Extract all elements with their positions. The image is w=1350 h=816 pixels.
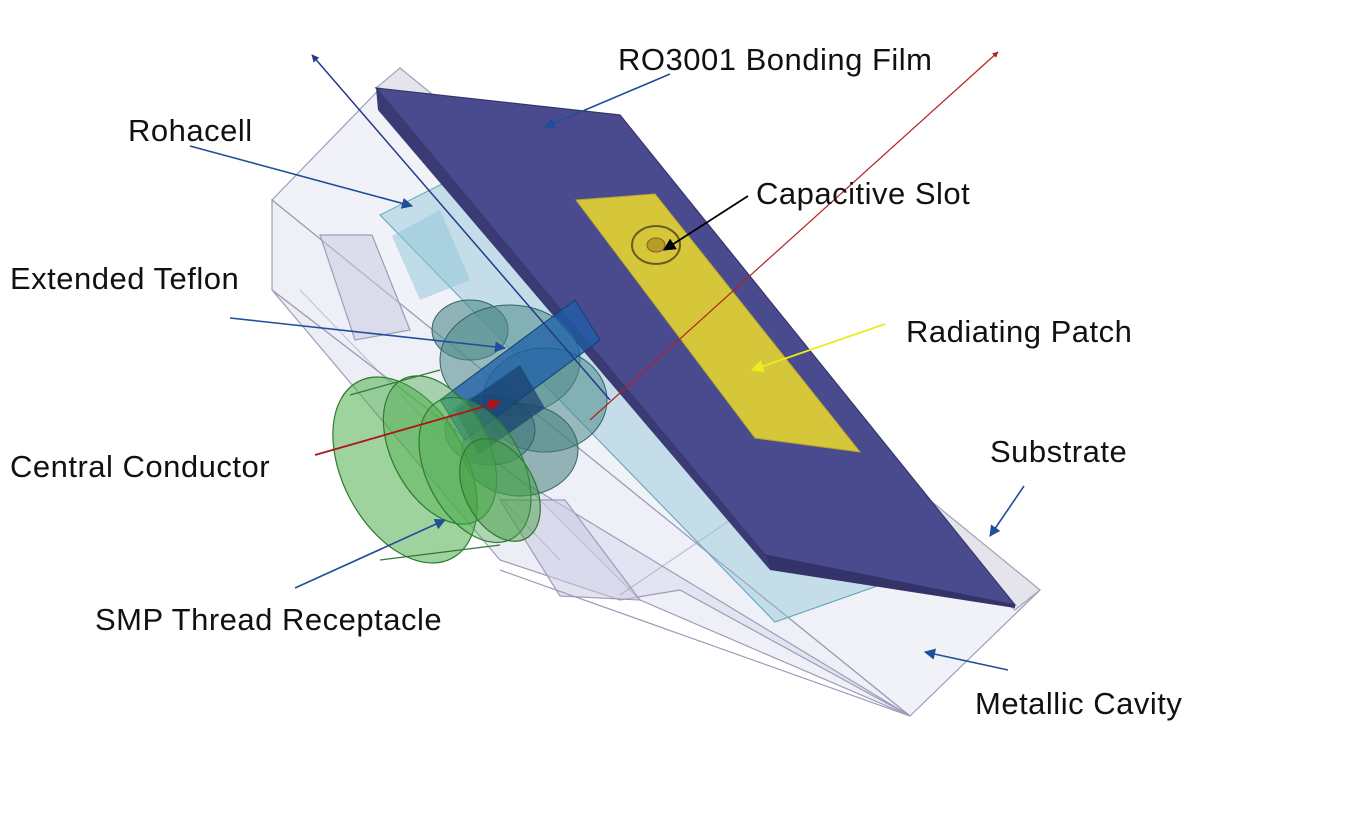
label-extended-teflon: Extended Teflon [10, 261, 240, 296]
rohacell-leader [189, 145, 414, 209]
bonding-film-leader [543, 73, 671, 129]
axis-red [589, 51, 999, 421]
label-rohacell: Rohacell [128, 113, 253, 148]
substrate-leader [989, 485, 1025, 537]
label-substrate: Substrate [990, 434, 1128, 469]
coordinate-axes [311, 51, 999, 421]
extended-teflon-leader [229, 317, 507, 353]
label-central-conductor: Central Conductor [10, 449, 271, 484]
label-bonding-film: RO3001 Bonding Film [618, 42, 933, 77]
central-conductor-leader [314, 399, 502, 456]
capacitive-slot-leader [662, 195, 749, 251]
metallic-cavity-leader [923, 648, 1009, 671]
smp-receptacle-leader [294, 519, 447, 589]
axis-blue [311, 54, 611, 401]
label-radiating-patch: Radiating Patch [906, 314, 1133, 349]
leader-arrows [189, 73, 1025, 671]
smp-receptacle-shape [332, 369, 541, 564]
radiating-patch-leader [750, 323, 886, 373]
label-smp-receptacle: SMP Thread Receptacle [95, 602, 443, 637]
capacitive-slot-shape [631, 225, 681, 265]
label-capacitive-slot: Capacitive Slot [756, 176, 971, 211]
label-metallic-cavity: Metallic Cavity [975, 686, 1183, 721]
radiating-patch-shape [575, 193, 862, 453]
